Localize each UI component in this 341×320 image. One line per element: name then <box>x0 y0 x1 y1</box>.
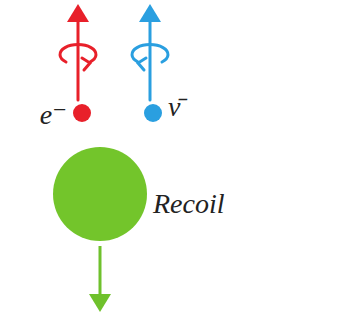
antineutrino-dot: ν̄ <box>144 104 162 122</box>
recoil-circle: Recoil <box>53 147 147 241</box>
antineutrino-spin-arrow <box>132 4 168 100</box>
electron-dot: e⁻ <box>73 104 91 122</box>
particle-label: e⁻ <box>40 101 67 129</box>
node-shape <box>73 104 91 122</box>
particle-circle <box>53 147 147 241</box>
particle-label: Recoil <box>153 190 225 218</box>
electron-spin-arrow <box>60 4 96 100</box>
node-shape <box>53 147 147 241</box>
node-shape <box>144 104 162 122</box>
recoil-arrow <box>89 246 111 312</box>
particle-circle <box>144 104 162 122</box>
particle-label: ν̄ <box>168 93 180 121</box>
particle-circle <box>73 104 91 122</box>
